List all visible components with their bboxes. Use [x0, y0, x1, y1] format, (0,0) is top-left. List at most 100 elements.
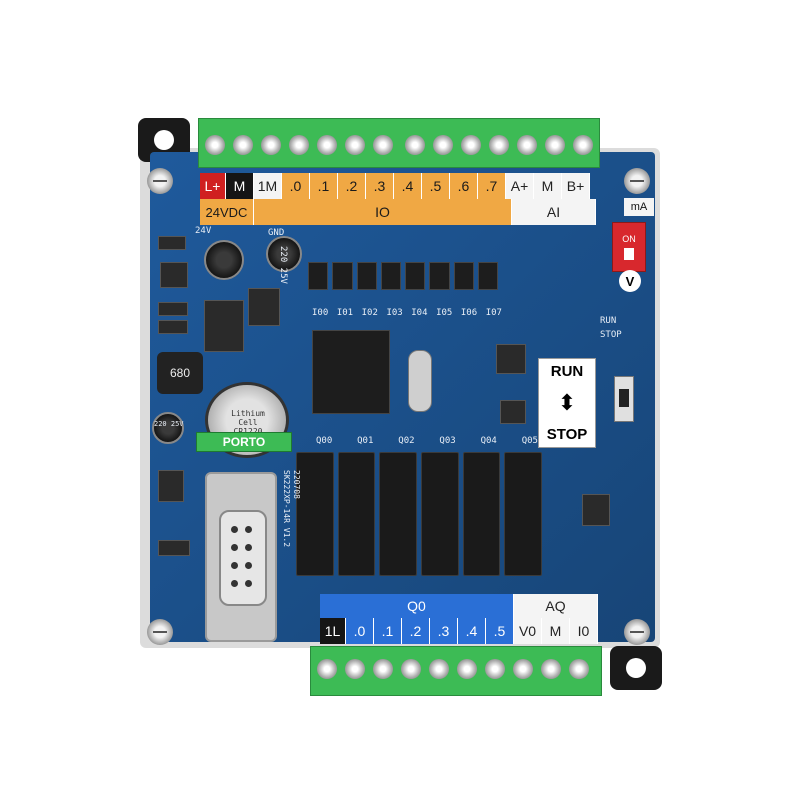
porto-label: PORTO [196, 432, 292, 452]
label-i3: .3 [366, 173, 394, 199]
label-24vdc: 24VDC [200, 199, 254, 225]
silk-i01: I01 [336, 308, 354, 318]
label-ai: AI [512, 199, 596, 225]
label-lplus: L+ [200, 173, 226, 199]
updown-arrow-icon: ⬍ [557, 390, 577, 415]
silk-battery: Lithium Cell CR1220 [231, 409, 265, 436]
label-q0-2: .2 [402, 618, 430, 644]
silk-date: 220708 [292, 470, 301, 499]
label-aq-m: M [542, 618, 570, 644]
label-i1: .1 [310, 173, 338, 199]
label-q0-4: .4 [458, 618, 486, 644]
diode [158, 302, 188, 316]
label-i6: .6 [450, 173, 478, 199]
capacitor [204, 240, 244, 280]
relay-bank [296, 452, 543, 576]
silk-i03: I03 [386, 308, 403, 318]
relay [504, 452, 543, 576]
diode [158, 540, 190, 556]
label-i4: .4 [394, 173, 422, 199]
silk-cap2: 220 25V [154, 420, 184, 428]
silk-q02: Q02 [398, 436, 415, 446]
silk-i06: I06 [460, 308, 478, 318]
capacitor [266, 236, 302, 272]
relay [421, 452, 459, 576]
silk-board-model: SK222XP-14R V1.2 [282, 470, 291, 548]
top-terminal-block[interactable] [198, 118, 600, 168]
silk-i02: I02 [361, 308, 378, 318]
screw-icon [147, 619, 173, 645]
diode [158, 236, 186, 250]
relay [296, 452, 334, 576]
label-i2: .2 [338, 173, 366, 199]
dip-on-label: ON [622, 234, 636, 244]
label-v0: V0 [514, 618, 542, 644]
chip-left [158, 470, 184, 502]
silk-q04: Q04 [480, 436, 497, 446]
v-label: V [619, 270, 641, 292]
label-m: M [226, 173, 254, 199]
chip-right-3 [582, 494, 610, 526]
label-q0-5: .5 [486, 618, 514, 644]
silk-q05: Q05 [521, 436, 538, 446]
top-label-row: L+ M 1M .0 .1 .2 .3 .4 .5 .6 .7 A+ M B+ [200, 173, 596, 199]
silk-q01: Q01 [357, 436, 374, 446]
silk-stop: STOP [600, 330, 622, 340]
ma-label: mA [624, 198, 654, 216]
bottom-label-row: Q0 AQ [320, 594, 598, 618]
optocoupler-row [308, 262, 498, 290]
db9-port[interactable] [205, 472, 277, 642]
screw-icon [147, 168, 173, 194]
silk-q03: Q03 [439, 436, 456, 446]
crystal [408, 350, 432, 412]
stop-text: STOP [546, 426, 588, 443]
label-q0: Q0 [320, 594, 514, 618]
label-1l: 1L [320, 618, 346, 644]
capacitor [152, 412, 184, 444]
screw-icon [624, 168, 650, 194]
run-stop-label: RUN ⬍ STOP [538, 358, 596, 448]
relay [379, 452, 418, 576]
silk-24v: 24V [195, 226, 212, 236]
mounting-ear-bottom-right [610, 646, 662, 690]
bottom-terminal-block[interactable] [310, 646, 602, 696]
label-i0: .0 [282, 173, 310, 199]
silk-q00: Q00 [316, 436, 333, 446]
regulator [160, 262, 188, 288]
silk-gnd: GND [268, 228, 285, 238]
label-q0-0: .0 [346, 618, 374, 644]
silk-cap1: 220 25V [278, 246, 288, 284]
chip-right-2 [500, 400, 526, 424]
silk-i05: I05 [436, 308, 453, 318]
mosfet [248, 288, 280, 326]
bottom-label-row-2: 1L .0 .1 .2 .3 .4 .5 V0 M I0 [320, 618, 598, 644]
label-i7: .7 [478, 173, 506, 199]
dip-switch[interactable]: ON [612, 222, 646, 272]
label-q0-3: .3 [430, 618, 458, 644]
label-i5: .5 [422, 173, 450, 199]
label-i0-out: I0 [570, 618, 598, 644]
label-aplus: A+ [506, 173, 534, 199]
microcontroller [312, 330, 390, 414]
top-label-row-2: 24VDC IO AI [200, 199, 596, 225]
silk-run: RUN [600, 316, 617, 326]
power-chip [204, 300, 244, 352]
label-q0-1: .1 [374, 618, 402, 644]
silk-i00: I00 [312, 308, 329, 318]
label-aq: AQ [514, 594, 598, 618]
label-1m: 1M [254, 173, 282, 199]
silk-i04: I04 [411, 308, 428, 318]
run-stop-switch[interactable] [614, 376, 634, 422]
chip-right [496, 344, 526, 374]
diode [158, 320, 188, 334]
run-text: RUN [550, 363, 584, 380]
label-bplus: B+ [562, 173, 590, 199]
input-silk-row: I00 I01 I02 I03 I04 I05 I06 I07 [312, 308, 502, 318]
label-io: IO [254, 199, 512, 225]
silk-i07: I07 [485, 308, 502, 318]
relay [337, 452, 376, 576]
inductor: 680 [157, 352, 203, 394]
relay [462, 452, 501, 576]
screw-icon [624, 619, 650, 645]
label-am: M [534, 173, 562, 199]
